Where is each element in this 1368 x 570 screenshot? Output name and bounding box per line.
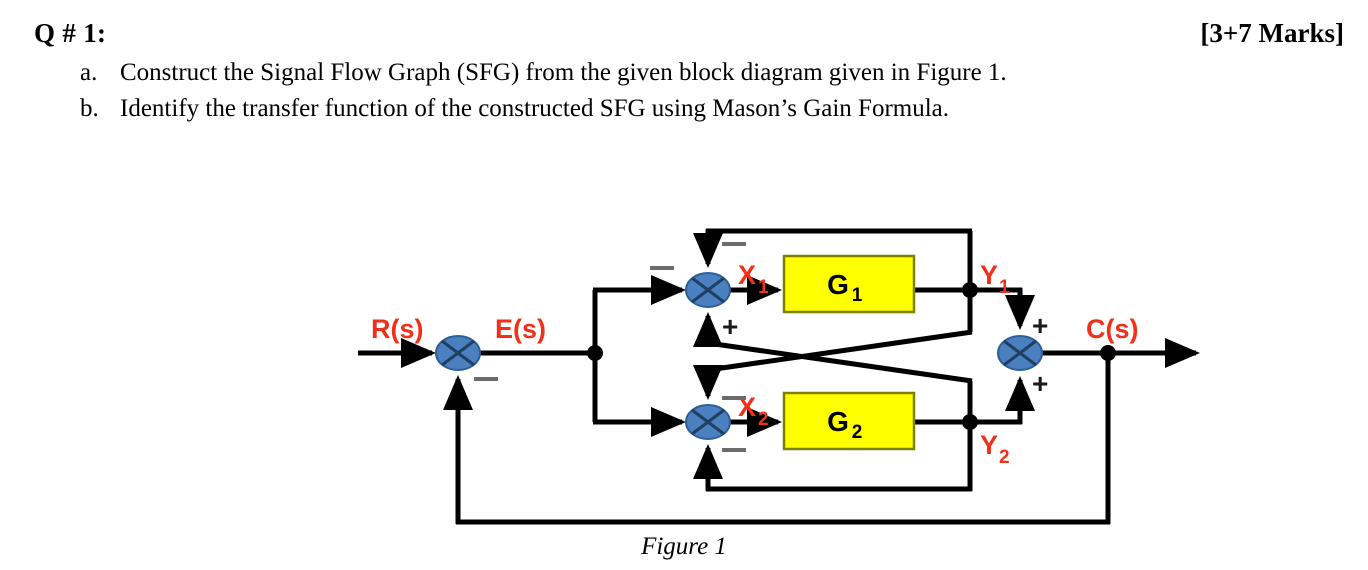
block-g2: G 2 <box>782 391 916 451</box>
summing-junction-x2 <box>685 404 731 440</box>
block-g1-sub: 1 <box>852 285 863 306</box>
label-x2-sub: 2 <box>758 409 769 430</box>
branch-dot-e <box>587 345 603 361</box>
wire-cross-y1-diagonal <box>707 329 973 373</box>
question-items-list: a. Construct the Signal Flow Graph (SFG)… <box>80 57 1320 129</box>
label-cs: C(s) <box>1086 314 1139 344</box>
label-y2: Y 2 <box>980 430 1010 468</box>
list-item-marker: a. <box>80 59 98 86</box>
list-item: b. Identify the transfer function of the… <box>80 93 1320 125</box>
figure-caption: Figure 1 <box>641 533 727 560</box>
question-header: Q # 1: [3+7 Marks] <box>34 18 1344 52</box>
label-x1: X 1 <box>738 260 769 298</box>
label-x1-letter: X <box>738 260 756 290</box>
list-item-text: Identify the transfer function of the co… <box>120 95 950 122</box>
label-x1-sub: 1 <box>758 277 769 298</box>
sign-output-top-plus: + <box>1032 310 1048 341</box>
branch-dot-y2 <box>962 414 978 430</box>
branch-dot-y1 <box>962 282 978 298</box>
figure-block-diagram: G 1 G 2 R(s) E(s) C(s) X 1 X 2 Y 1 Y 2 <box>0 150 1368 570</box>
block-diagram-svg: G 1 G 2 R(s) E(s) C(s) X 1 X 2 Y 1 Y 2 <box>358 228 1201 525</box>
label-y2-letter: Y <box>980 430 998 460</box>
list-item: a. Construct the Signal Flow Graph (SFG)… <box>80 57 1320 89</box>
label-rs: R(s) <box>371 314 424 344</box>
block-g1-label: G <box>827 269 849 300</box>
block-g2-sub: 2 <box>852 422 863 443</box>
summing-junction-x1 <box>685 272 731 308</box>
label-y1-letter: Y <box>980 260 998 290</box>
label-y1-sub: 1 <box>999 277 1010 298</box>
block-g1: G 1 <box>782 254 916 314</box>
question-number: Q # 1: <box>34 18 107 48</box>
summing-junction-output <box>997 335 1043 371</box>
label-y2-sub: 2 <box>999 447 1010 468</box>
sign-output-bottom-plus: + <box>1032 368 1048 399</box>
list-item-marker: b. <box>80 95 99 122</box>
label-es: E(s) <box>495 314 546 344</box>
wire-cross-y2-diagonal <box>707 340 973 384</box>
sign-sum1-bottom-plus: + <box>722 311 738 342</box>
marks-label: [3+7 Marks] <box>1200 18 1344 48</box>
branch-dot-c <box>1100 345 1116 361</box>
label-y1: Y 1 <box>980 260 1010 298</box>
list-item-text: Construct the Signal Flow Graph (SFG) fr… <box>120 59 1007 86</box>
summing-junction-input <box>435 335 481 371</box>
block-g2-label: G <box>827 406 849 437</box>
